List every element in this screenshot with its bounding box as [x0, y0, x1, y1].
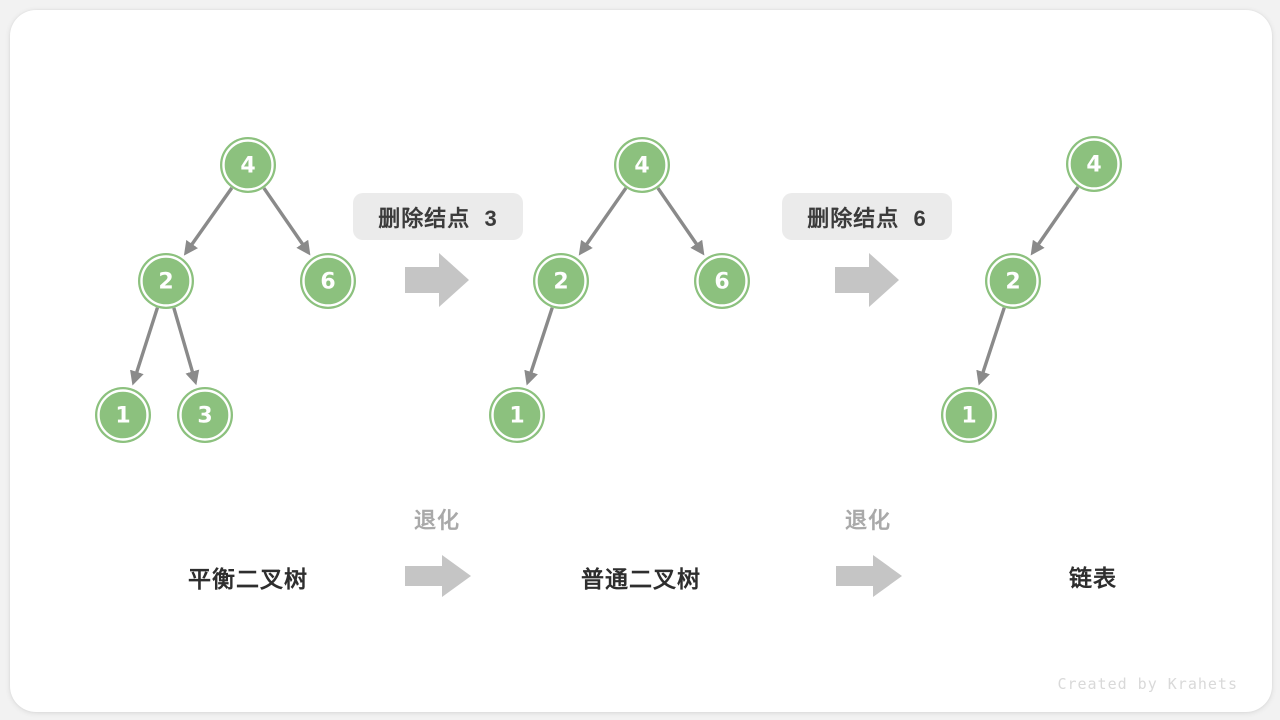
tree-node-ring — [97, 389, 149, 441]
tree-node: 4 — [220, 137, 276, 193]
tree-edge — [524, 307, 554, 386]
tree-node: 2 — [138, 253, 194, 309]
tree-node: 6 — [300, 253, 356, 309]
figure-card — [10, 10, 1272, 712]
degrade-arrow — [405, 555, 471, 597]
tree-node-ring — [140, 255, 192, 307]
degrade-label: 退化 — [413, 508, 461, 533]
tree-node: 4 — [614, 137, 670, 193]
tree-node-circle — [177, 387, 233, 443]
tree-node-circle — [533, 253, 589, 309]
tree-node-circle — [138, 253, 194, 309]
transition-label: 删除结点 6 — [782, 193, 952, 240]
tree-node-circle — [300, 253, 356, 309]
tree-node: 4 — [1066, 136, 1122, 192]
tree-edge — [130, 307, 160, 386]
tree-node: 1 — [95, 387, 151, 443]
tree-node-circle — [1066, 136, 1122, 192]
tree-node-ring — [943, 389, 995, 441]
tree-node-ring — [987, 255, 1039, 307]
caption-linked-list: 链表 — [1069, 565, 1117, 591]
tree-node-circle — [614, 137, 670, 193]
tree-node-label: 4 — [634, 154, 649, 179]
tree-node-label: 1 — [509, 404, 524, 429]
tree-node-label: 2 — [158, 270, 173, 295]
tree-node-circle — [985, 253, 1041, 309]
tree-node-ring — [1068, 138, 1120, 190]
tree-node-label: 1 — [961, 404, 976, 429]
transition-arrow — [405, 253, 469, 307]
tree-node-circle — [941, 387, 997, 443]
tree-node-circle — [95, 387, 151, 443]
tree-node-ring — [179, 389, 231, 441]
tree-edge — [172, 307, 200, 386]
tree-node: 3 — [177, 387, 233, 443]
tree-node-label: 4 — [1086, 153, 1101, 178]
tree-node-circle — [694, 253, 750, 309]
transition-label: 删除结点 3 — [353, 193, 523, 240]
tree-edge — [262, 187, 311, 256]
tree-node-ring — [222, 139, 274, 191]
degrade-label: 退化 — [844, 508, 892, 533]
tree-balanced-binary-tree: 4 2 6 1 3 — [95, 137, 356, 443]
tree-node-label: 4 — [240, 154, 255, 179]
tree-node: 1 — [941, 387, 997, 443]
tree-edge — [656, 187, 705, 256]
tree-node-label: 3 — [197, 404, 212, 429]
tree-node-label: 2 — [553, 270, 568, 295]
tree-node: 2 — [533, 253, 589, 309]
tree-node-label: 2 — [1005, 270, 1020, 295]
degrade-arrow — [836, 555, 902, 597]
tree-node-label: 6 — [320, 270, 335, 295]
tree-node-label: 1 — [115, 404, 130, 429]
tree-node-ring — [535, 255, 587, 307]
tree-edge — [183, 186, 234, 256]
tree-node: 2 — [985, 253, 1041, 309]
tree-node-label: 6 — [714, 270, 729, 295]
tree-edge — [578, 186, 628, 256]
transition-arrow — [835, 253, 899, 307]
tree-node-ring — [696, 255, 748, 307]
tree-node: 1 — [489, 387, 545, 443]
tree-linked-list-tree: 4 2 1 — [941, 136, 1122, 443]
tree-edge — [1030, 186, 1080, 256]
tree-node: 6 — [694, 253, 750, 309]
tree-node-ring — [302, 255, 354, 307]
caption-ordinary-binary-tree: 普通二叉树 — [581, 566, 701, 592]
tree-node-circle — [489, 387, 545, 443]
caption-balanced-binary-tree: 平衡二叉树 — [188, 566, 308, 592]
tree-node-ring — [616, 139, 668, 191]
tree-node-circle — [220, 137, 276, 193]
tree-ordinary-binary-tree: 4 2 6 1 — [489, 137, 750, 443]
watermark-credit: Created by Krahets — [1057, 675, 1238, 693]
tree-edge — [976, 307, 1006, 386]
tree-node-ring — [491, 389, 543, 441]
